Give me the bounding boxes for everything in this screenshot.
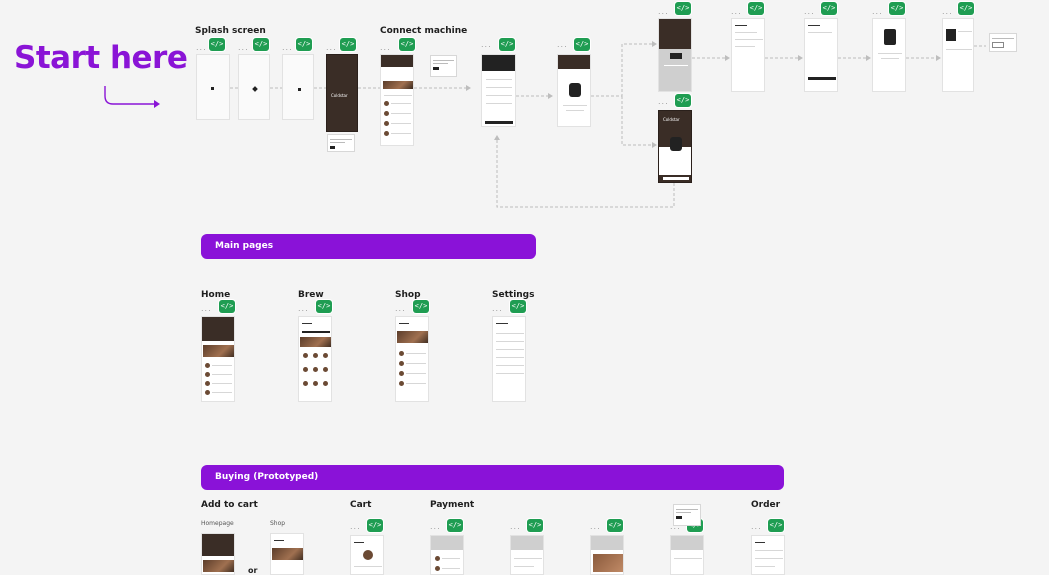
code-icon[interactable]: </> bbox=[748, 2, 764, 15]
frame-menu-dots[interactable]: ... bbox=[751, 522, 762, 531]
homepage-frame-label: Homepage bbox=[201, 520, 234, 527]
splash-frame-2[interactable] bbox=[238, 54, 270, 120]
code-icon[interactable]: </> bbox=[527, 519, 543, 532]
splash-frame-3[interactable] bbox=[282, 54, 314, 120]
code-icon[interactable]: </> bbox=[447, 519, 463, 532]
section-title: Buying (Prototyped) bbox=[215, 472, 319, 482]
frame-menu-dots[interactable]: ... bbox=[658, 97, 669, 106]
frame-menu-dots[interactable]: ... bbox=[942, 7, 953, 16]
buy-homepage-frame[interactable] bbox=[201, 533, 235, 575]
splash-brand-text: Coldstar bbox=[331, 93, 348, 98]
code-icon[interactable]: </> bbox=[399, 38, 415, 51]
code-icon[interactable]: </> bbox=[316, 300, 332, 313]
frame-menu-dots[interactable]: ... bbox=[395, 304, 406, 313]
frame-menu-dots[interactable]: ... bbox=[238, 43, 249, 52]
setup-frame-1[interactable] bbox=[731, 18, 765, 92]
code-icon[interactable]: </> bbox=[821, 2, 837, 15]
code-icon[interactable]: </> bbox=[675, 2, 691, 15]
payment-frame-3[interactable] bbox=[590, 535, 624, 575]
frame-menu-dots[interactable]: ... bbox=[658, 7, 669, 16]
shop-label: Shop bbox=[395, 290, 421, 300]
connect-machine-frame[interactable] bbox=[380, 54, 414, 146]
section-title: Main pages bbox=[215, 241, 274, 251]
frame-menu-dots[interactable]: ... bbox=[298, 304, 309, 313]
frame-menu-dots[interactable]: ... bbox=[872, 7, 883, 16]
frame-menu-dots[interactable]: ... bbox=[557, 40, 568, 49]
buy-shop-frame[interactable] bbox=[270, 533, 304, 575]
splash-comment-note[interactable] bbox=[327, 134, 355, 152]
frame-menu-dots[interactable]: ... bbox=[350, 522, 361, 531]
payment-frame-2[interactable] bbox=[510, 535, 544, 575]
start-arrow-icon bbox=[104, 86, 160, 108]
branch-frame-bottom[interactable]: Coldstar bbox=[658, 110, 692, 183]
connect-machine-label: Connect machine bbox=[380, 26, 468, 36]
flow-connectors bbox=[230, 41, 986, 208]
frame-menu-dots[interactable]: ... bbox=[492, 304, 503, 313]
code-icon[interactable]: </> bbox=[889, 2, 905, 15]
shop-frame[interactable] bbox=[395, 316, 429, 402]
frame-menu-dots[interactable]: ... bbox=[196, 43, 207, 52]
code-icon[interactable]: </> bbox=[253, 38, 269, 51]
cart-frame[interactable] bbox=[350, 535, 384, 575]
settings-frame[interactable] bbox=[492, 316, 526, 402]
order-frame[interactable] bbox=[751, 535, 785, 575]
frame-menu-dots[interactable]: ... bbox=[380, 43, 391, 52]
code-icon[interactable]: </> bbox=[296, 38, 312, 51]
code-icon[interactable]: </> bbox=[958, 2, 974, 15]
brew-label: Brew bbox=[298, 290, 324, 300]
frame-menu-dots[interactable]: ... bbox=[670, 522, 681, 531]
payment-frame-1[interactable] bbox=[430, 535, 464, 575]
frame-menu-dots[interactable]: ... bbox=[282, 43, 293, 52]
code-icon[interactable]: </> bbox=[219, 300, 235, 313]
payment-comment-note[interactable] bbox=[673, 504, 701, 526]
frame-menu-dots[interactable]: ... bbox=[201, 304, 212, 313]
setup-frame-2[interactable] bbox=[804, 18, 838, 92]
frame-menu-dots[interactable]: ... bbox=[731, 7, 742, 16]
code-icon[interactable]: </> bbox=[499, 38, 515, 51]
connect-step-frame[interactable] bbox=[481, 54, 516, 127]
code-icon[interactable]: </> bbox=[209, 38, 225, 51]
order-label: Order bbox=[751, 500, 781, 510]
connect-brand-text: Coldstar bbox=[663, 117, 680, 122]
settings-label: Settings bbox=[492, 290, 535, 300]
frame-menu-dots[interactable]: ... bbox=[510, 522, 521, 531]
splash-frame-1[interactable] bbox=[196, 54, 230, 120]
payment-label: Payment bbox=[430, 500, 475, 510]
code-icon[interactable]: </> bbox=[768, 519, 784, 532]
frame-menu-dots[interactable]: ... bbox=[481, 40, 492, 49]
brew-frame[interactable] bbox=[298, 316, 332, 402]
code-icon[interactable]: </> bbox=[510, 300, 526, 313]
connect-comment-note[interactable] bbox=[430, 55, 457, 77]
code-icon[interactable]: </> bbox=[367, 519, 383, 532]
home-frame[interactable] bbox=[201, 316, 235, 402]
section-buying[interactable]: Buying (Prototyped) bbox=[201, 465, 784, 490]
frame-menu-dots[interactable]: ... bbox=[804, 7, 815, 16]
start-here-label: Start here bbox=[14, 40, 188, 76]
branch-frame-top[interactable] bbox=[658, 18, 692, 92]
section-main-pages[interactable]: Main pages bbox=[201, 234, 536, 259]
or-label: or bbox=[248, 566, 258, 575]
setup-frame-product[interactable] bbox=[942, 18, 974, 92]
splash-screen-label: Splash screen bbox=[195, 26, 266, 36]
setup-frame-machine[interactable] bbox=[872, 18, 906, 92]
product-comment-note[interactable] bbox=[989, 33, 1017, 52]
code-icon[interactable]: </> bbox=[340, 38, 356, 51]
add-to-cart-label: Add to cart bbox=[201, 500, 258, 510]
shop-frame-label: Shop bbox=[270, 520, 286, 527]
pairing-frame[interactable] bbox=[557, 54, 591, 127]
frame-menu-dots[interactable]: ... bbox=[326, 43, 337, 52]
code-icon[interactable]: </> bbox=[413, 300, 429, 313]
frame-menu-dots[interactable]: ... bbox=[590, 522, 601, 531]
frame-menu-dots[interactable]: ... bbox=[430, 522, 441, 531]
payment-frame-4[interactable] bbox=[670, 535, 704, 575]
splash-frame-brand[interactable]: Coldstar bbox=[326, 54, 358, 132]
home-label: Home bbox=[201, 290, 231, 300]
code-icon[interactable]: </> bbox=[675, 94, 691, 107]
cart-label: Cart bbox=[350, 500, 372, 510]
code-icon[interactable]: </> bbox=[574, 38, 590, 51]
code-icon[interactable]: </> bbox=[607, 519, 623, 532]
